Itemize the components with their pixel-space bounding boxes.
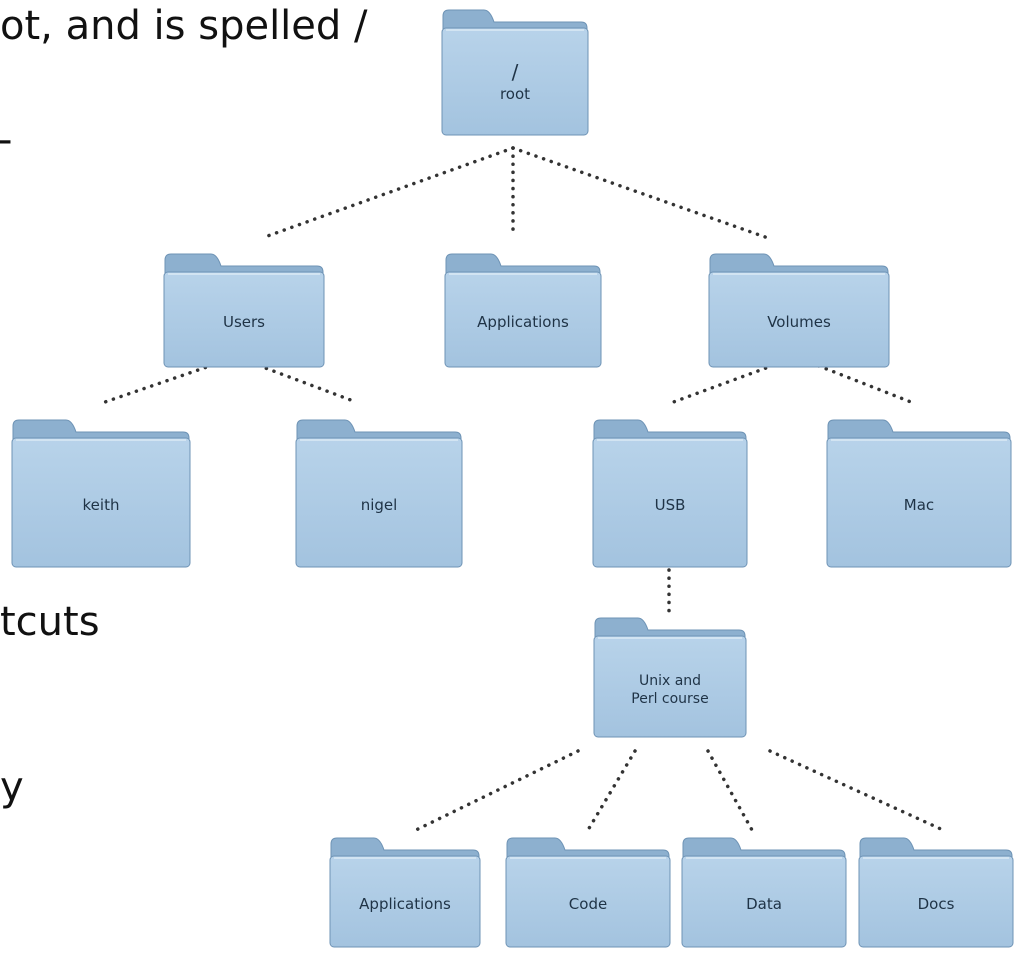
folder-applications-label: Applications <box>477 313 569 332</box>
slide-text-line-4: y <box>0 764 24 810</box>
folder-icon <box>441 9 589 136</box>
folder-keith-label: keith <box>82 496 120 515</box>
folder-volumes[interactable]: Volumes <box>708 252 890 368</box>
folder-applications[interactable]: Applications <box>444 252 602 368</box>
folder-icon <box>592 419 748 568</box>
folder-users[interactable]: Users <box>163 252 325 368</box>
folder-nigel-label: nigel <box>360 496 398 515</box>
folder-mac-label: Mac <box>903 496 935 515</box>
folder-course-applications[interactable]: Applications <box>329 836 481 948</box>
folder-course-applications-label: Applications <box>359 895 451 914</box>
folder-data[interactable]: Data <box>681 836 847 948</box>
slide-text-line-2: - <box>0 120 12 160</box>
folder-unix-and-perl-course[interactable]: Unix and Perl course <box>593 616 747 738</box>
connector-users-nigel <box>234 355 358 404</box>
connector-course-code <box>586 749 637 832</box>
folder-root-symbol: / <box>511 60 519 85</box>
folder-code-label: Code <box>568 895 608 914</box>
connector-root-users <box>260 146 515 240</box>
folder-icon <box>858 837 1014 948</box>
folder-mac[interactable]: Mac <box>826 418 1012 568</box>
folder-course-label-line-1: Unix and <box>638 672 702 689</box>
folder-icon <box>708 253 890 368</box>
folder-root[interactable]: / root <box>441 8 589 136</box>
folder-code[interactable]: Code <box>505 836 671 948</box>
folder-users-label: Users <box>222 313 265 332</box>
connector-course-applications <box>414 749 580 832</box>
folder-icon <box>295 419 463 568</box>
connector-course-docs <box>768 749 945 832</box>
folder-icon <box>444 253 602 368</box>
folder-icon <box>329 837 481 948</box>
folder-keith[interactable]: keith <box>11 418 191 568</box>
folder-icon <box>593 617 747 738</box>
folder-root-label: root <box>499 85 531 104</box>
folder-usb-label: USB <box>654 496 686 515</box>
connector-root-volumes <box>511 146 770 240</box>
connector-volumes-mac <box>794 355 918 406</box>
slide-text-line-3: tcuts <box>0 599 100 645</box>
folder-volumes-label: Volumes <box>767 313 831 332</box>
folder-icon <box>681 837 847 948</box>
connector-course-data <box>706 749 754 832</box>
folder-icon <box>163 253 325 368</box>
folder-icon <box>826 419 1012 568</box>
folder-usb[interactable]: USB <box>592 418 748 568</box>
folder-docs-label: Docs <box>917 895 955 914</box>
folder-docs[interactable]: Docs <box>858 836 1014 948</box>
folder-icon <box>505 837 671 948</box>
folder-icon <box>11 419 191 568</box>
slide-text-line-1: ot, and is spelled / <box>0 3 368 49</box>
folder-nigel[interactable]: nigel <box>295 418 463 568</box>
folder-course-label-line-2: Perl course <box>631 691 709 707</box>
folder-data-label: Data <box>746 895 782 914</box>
